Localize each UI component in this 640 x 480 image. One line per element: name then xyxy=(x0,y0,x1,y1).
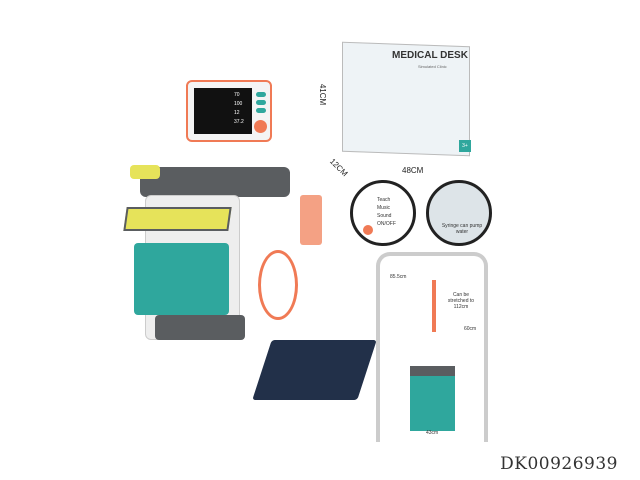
x-ray-films xyxy=(252,340,377,400)
telescopic-pole xyxy=(432,280,436,332)
box-title: MEDICAL DESK xyxy=(392,50,468,61)
medical-desk-toy: 70 100 12 37.2 xyxy=(120,75,340,355)
music-label: Music xyxy=(377,205,391,211)
reading: 37.2 xyxy=(234,119,244,125)
buttons-detail-circle: Teach Music Sound ON/OFF xyxy=(350,180,416,246)
box-height-label: 41CM xyxy=(318,83,328,106)
stethoscope xyxy=(258,250,298,320)
watermark: DK00926939 xyxy=(500,454,618,474)
mid-height-label: 60cm xyxy=(464,326,477,332)
clipboard xyxy=(300,195,322,245)
monitor-button[interactable] xyxy=(256,100,266,105)
dimensions-panel: 85.5cm Can be stretched to 112cm 60cm 43… xyxy=(376,252,488,442)
power-button xyxy=(363,225,373,235)
power-knob[interactable] xyxy=(254,120,267,133)
mini-desk xyxy=(410,366,455,431)
monitor: 70 100 12 37.2 xyxy=(186,80,272,142)
drawer[interactable] xyxy=(123,207,232,231)
box-subtitle: Simulated Clinic xyxy=(418,64,447,69)
stretch-note: Can be stretched to 112cm xyxy=(447,292,475,310)
base xyxy=(155,315,245,340)
age-badge: 3+ xyxy=(459,140,471,152)
height-max-label: 85.5cm xyxy=(390,274,407,280)
reading: 70 xyxy=(234,92,240,98)
side-tray xyxy=(130,165,160,179)
desk-top xyxy=(140,167,290,197)
teach-label: Teach xyxy=(377,197,391,203)
reading: 12 xyxy=(234,110,240,116)
reading: 100 xyxy=(234,101,243,107)
onoff-label: ON/OFF xyxy=(377,221,396,227)
syringe-detail-circle: Syringe can pump water xyxy=(426,180,492,246)
sound-label: Sound xyxy=(377,213,392,219)
cabinet-door[interactable] xyxy=(134,243,229,315)
monitor-button[interactable] xyxy=(256,92,266,97)
box-width-label: 48CM xyxy=(402,166,424,175)
monitor-screen: 70 100 12 37.2 xyxy=(194,88,252,134)
syringe-caption: Syringe can pump water xyxy=(441,223,483,235)
monitor-button[interactable] xyxy=(256,108,266,113)
width-label: 43cm xyxy=(426,430,439,436)
